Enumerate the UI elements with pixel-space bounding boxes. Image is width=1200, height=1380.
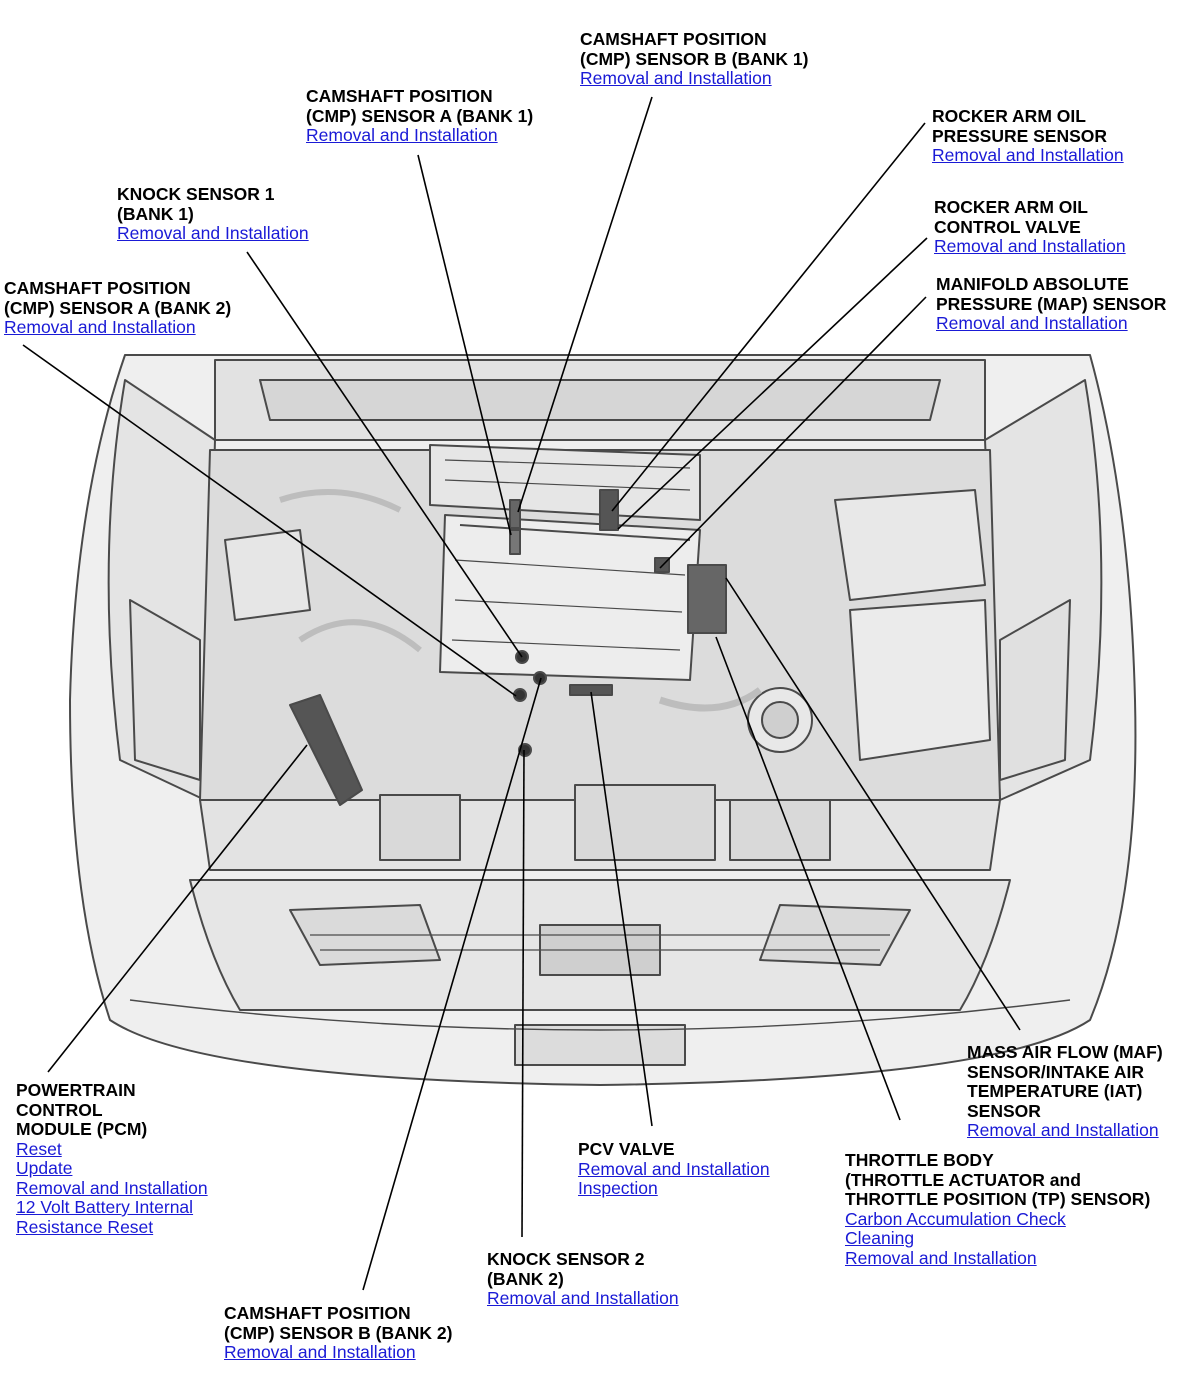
- callout-title: CONTROL: [16, 1099, 103, 1120]
- battery-resistance-reset-link[interactable]: Resistance Reset: [16, 1216, 154, 1237]
- removal-installation-link[interactable]: Removal and Installation: [936, 313, 1128, 333]
- callout-title: (CMP) SENSOR B (BANK 1): [580, 48, 809, 69]
- callout-title: CAMSHAFT POSITION: [4, 278, 191, 298]
- removal-installation-link[interactable]: Removal and Installation: [580, 68, 772, 88]
- callout-title: CONTROL VALVE: [934, 216, 1081, 237]
- callout-title: PRESSURE SENSOR: [932, 125, 1108, 146]
- callout-knock-sensor-1: KNOCK SENSOR 1 (BANK 1) Removal and Inst…: [117, 184, 309, 244]
- removal-installation-link[interactable]: Removal and Installation: [306, 125, 498, 145]
- removal-installation-link[interactable]: Removal and Installation: [934, 236, 1126, 256]
- callout-title: CAMSHAFT POSITION: [306, 86, 493, 106]
- callout-title: (BANK 2): [487, 1268, 564, 1289]
- callout-cmp-sensor-a-bank1: CAMSHAFT POSITION (CMP) SENSOR A (BANK 1…: [306, 86, 534, 146]
- callout-cmp-sensor-a-bank2: CAMSHAFT POSITION (CMP) SENSOR A (BANK 2…: [4, 278, 232, 338]
- removal-installation-link[interactable]: Removal and Installation: [487, 1288, 679, 1308]
- removal-installation-link[interactable]: Removal and Installation: [117, 223, 309, 243]
- callout-cmp-sensor-b-bank1: CAMSHAFT POSITION (CMP) SENSOR B (BANK 1…: [580, 29, 809, 89]
- callout-cmp-sensor-b-bank2: CAMSHAFT POSITION (CMP) SENSOR B (BANK 2…: [224, 1303, 453, 1363]
- callout-title: MANIFOLD ABSOLUTE: [936, 274, 1129, 294]
- callout-pcm: POWERTRAIN CONTROL MODULE (PCM) Reset Up…: [16, 1080, 208, 1237]
- removal-installation-link[interactable]: Removal and Installation: [845, 1247, 1037, 1268]
- callout-title: THROTTLE POSITION (TP) SENSOR): [845, 1189, 1151, 1209]
- removal-installation-link[interactable]: Removal and Installation: [967, 1120, 1159, 1140]
- callout-title: (CMP) SENSOR A (BANK 2): [4, 297, 232, 318]
- update-link[interactable]: Update: [16, 1158, 73, 1178]
- callout-pcv-valve: PCV VALVE Removal and Installation Inspe…: [578, 1139, 770, 1199]
- callout-rocker-arm-oil-pressure-sensor: ROCKER ARM OIL PRESSURE SENSOR Removal a…: [932, 106, 1124, 166]
- callout-knock-sensor-2: KNOCK SENSOR 2 (BANK 2) Removal and Inst…: [487, 1249, 679, 1309]
- callout-title: PCV VALVE: [578, 1139, 675, 1159]
- callout-title: KNOCK SENSOR 1: [117, 184, 275, 204]
- carbon-accumulation-check-link[interactable]: Carbon Accumulation Check: [845, 1208, 1066, 1229]
- removal-installation-link[interactable]: Removal and Installation: [224, 1342, 416, 1362]
- callout-title: ROCKER ARM OIL: [932, 106, 1086, 126]
- callout-map-sensor: MANIFOLD ABSOLUTE PRESSURE (MAP) SENSOR …: [936, 274, 1167, 334]
- callout-title: ROCKER ARM OIL: [934, 197, 1088, 217]
- removal-installation-link[interactable]: Removal and Installation: [578, 1158, 770, 1179]
- callout-title: CAMSHAFT POSITION: [224, 1303, 411, 1323]
- callout-title: SENSOR/INTAKE AIR: [967, 1061, 1144, 1082]
- reset-link[interactable]: Reset: [16, 1138, 62, 1159]
- removal-installation-link[interactable]: Removal and Installation: [4, 317, 196, 337]
- callout-title: (CMP) SENSOR A (BANK 1): [306, 105, 534, 126]
- callout-title: (BANK 1): [117, 203, 194, 224]
- callout-title: MODULE (PCM): [16, 1119, 148, 1139]
- callout-title: PRESSURE (MAP) SENSOR: [936, 293, 1167, 314]
- removal-installation-link[interactable]: Removal and Installation: [16, 1177, 208, 1198]
- callout-maf-iat-sensor: MASS AIR FLOW (MAF) SENSOR/INTAKE AIR TE…: [967, 1042, 1163, 1141]
- callout-throttle-body: THROTTLE BODY (THROTTLE ACTUATOR and THR…: [845, 1150, 1151, 1268]
- callout-title: TEMPERATURE (IAT): [967, 1081, 1143, 1101]
- cleaning-link[interactable]: Cleaning: [845, 1228, 915, 1248]
- callout-title: MASS AIR FLOW (MAF): [967, 1042, 1163, 1062]
- callout-title: (CMP) SENSOR B (BANK 2): [224, 1322, 453, 1343]
- battery-resistance-reset-link[interactable]: 12 Volt Battery Internal: [16, 1197, 194, 1217]
- callout-title: POWERTRAIN: [16, 1080, 136, 1100]
- inspection-link[interactable]: Inspection: [578, 1178, 658, 1198]
- callout-title: THROTTLE BODY: [845, 1150, 994, 1170]
- callout-title: SENSOR: [967, 1100, 1041, 1121]
- callout-title: KNOCK SENSOR 2: [487, 1249, 645, 1269]
- removal-installation-link[interactable]: Removal and Installation: [932, 145, 1124, 165]
- callout-rocker-arm-oil-control-valve: ROCKER ARM OIL CONTROL VALVE Removal and…: [934, 197, 1126, 257]
- callout-title: CAMSHAFT POSITION: [580, 29, 767, 49]
- callout-title: (THROTTLE ACTUATOR and: [845, 1169, 1081, 1190]
